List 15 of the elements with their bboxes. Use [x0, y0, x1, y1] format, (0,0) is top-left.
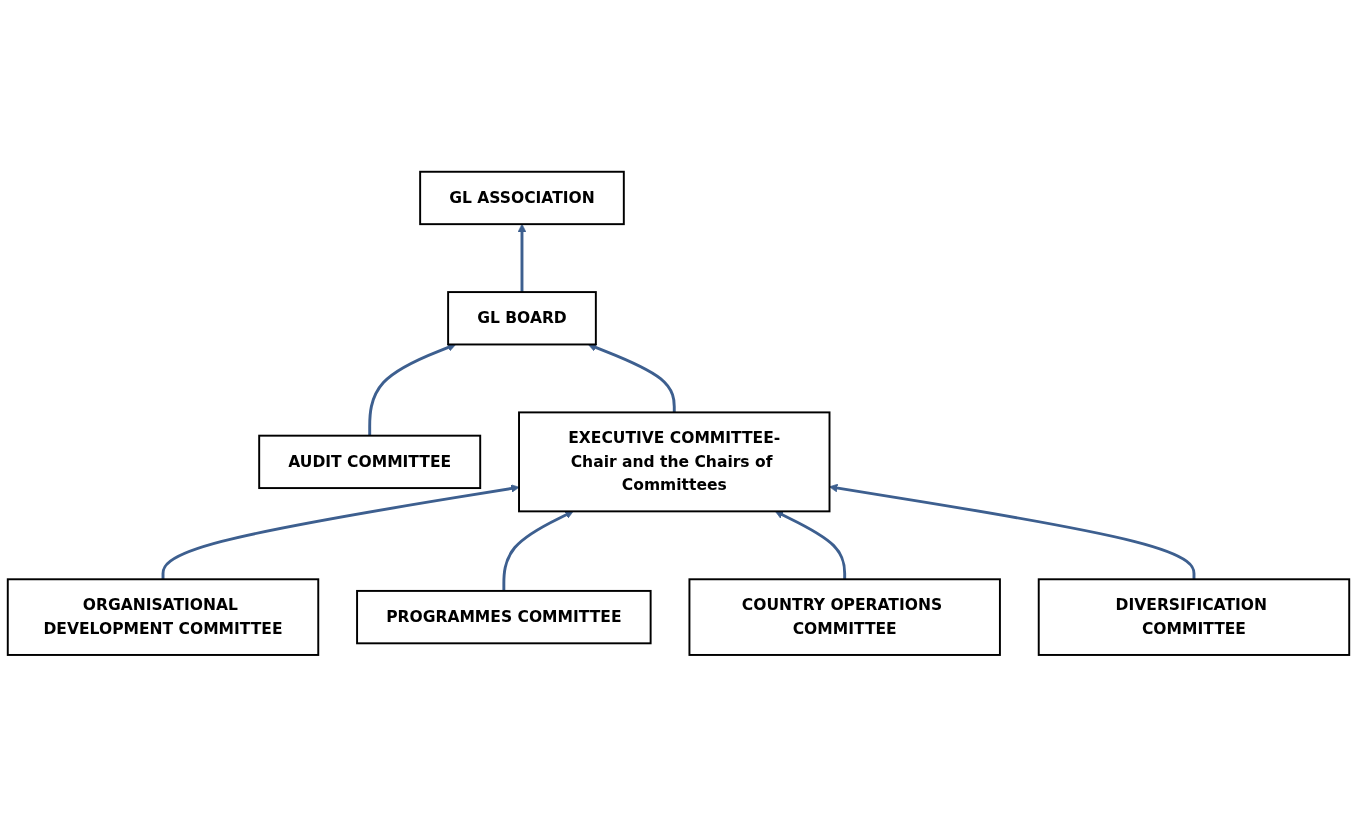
node-box: PROGRAMMES COMMITTEE: [356, 590, 652, 645]
node-box: COUNTRY OPERATIONS COMMITTEE: [688, 578, 1001, 657]
arrow: [368, 343, 457, 436]
arrow: [502, 511, 574, 592]
arrow: [829, 483, 1196, 580]
node-box: GL ASSOCIATION: [419, 170, 625, 226]
arrow: [161, 484, 520, 580]
arrow: [587, 343, 676, 413]
arrow: [517, 223, 527, 293]
node-box: AUDIT COMMITTEE: [258, 434, 482, 490]
node-box: ORGANISATIONAL DEVELOPMENT COMMITTEE: [6, 578, 320, 657]
node-box: EXECUTIVE COMMITTEE- Chair and the Chairs of Committees: [518, 411, 831, 513]
node-box: GL BOARD: [447, 291, 597, 346]
arrow: [774, 511, 847, 580]
node-box: DIVERSIFICATION COMMITTEE: [1037, 578, 1351, 657]
